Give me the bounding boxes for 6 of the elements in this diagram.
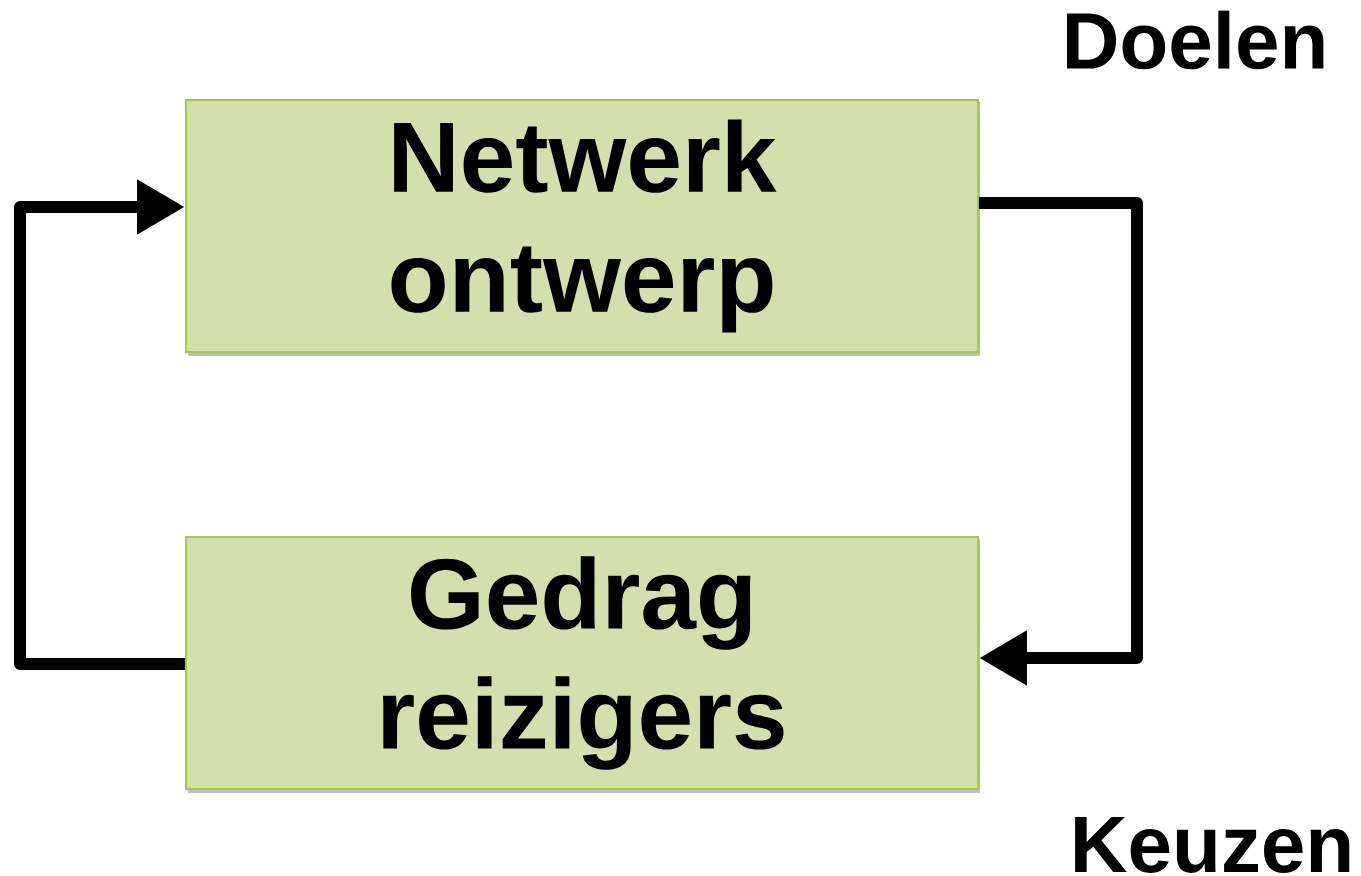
- process-box: Gedrag reizigers: [185, 536, 979, 790]
- corner-label: Doelen: [1067, 10, 1324, 70]
- process-box: Netwerk ontwerp: [185, 99, 979, 353]
- corner-label: Keuzen: [1075, 817, 1350, 873]
- arrow: [979, 197, 1143, 686]
- arrow: [14, 179, 185, 670]
